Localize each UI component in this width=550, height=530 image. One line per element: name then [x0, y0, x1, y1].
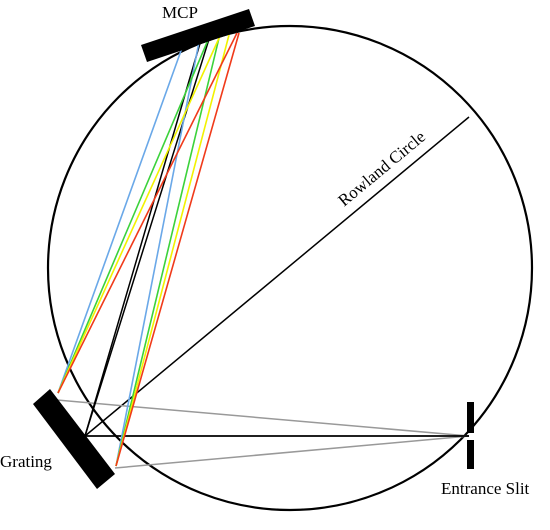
grating [33, 389, 115, 489]
rowland-radius-line [84, 116, 470, 437]
dispersed-ray-red-bottom [115, 32, 240, 467]
dispersed-ray-yellow-bottom [115, 34, 230, 467]
entrance-slit-label: Entrance Slit [441, 479, 530, 498]
rowland-circle [46, 24, 534, 512]
incident-ray-bottom [114, 435, 470, 469]
central-ray-to-mcp-1 [84, 35, 211, 437]
entrance-slit-upper-jaw [467, 402, 474, 433]
central-rays [84, 35, 469, 437]
central-ray-to-mcp-2 [84, 39, 202, 437]
rowland-circle-label: Rowland Circle [334, 127, 429, 210]
entrance-slit-lower-jaw [467, 440, 474, 469]
dispersed-ray-red-top [57, 32, 238, 394]
dispersed-ray-green-top [57, 39, 209, 394]
incident-rays [56, 399, 470, 469]
dispersed-ray-blue-bottom [115, 41, 200, 467]
dispersed-ray-blue-top [57, 47, 183, 394]
dispersed-rays [57, 32, 240, 467]
mcp-label: MCP [162, 3, 198, 22]
grating-label: Grating [0, 452, 52, 471]
incident-ray-top [56, 399, 470, 437]
dispersed-ray-green-bottom [115, 37, 220, 467]
dispersed-ray-yellow-top [57, 35, 221, 394]
mcp-detector [141, 9, 255, 62]
